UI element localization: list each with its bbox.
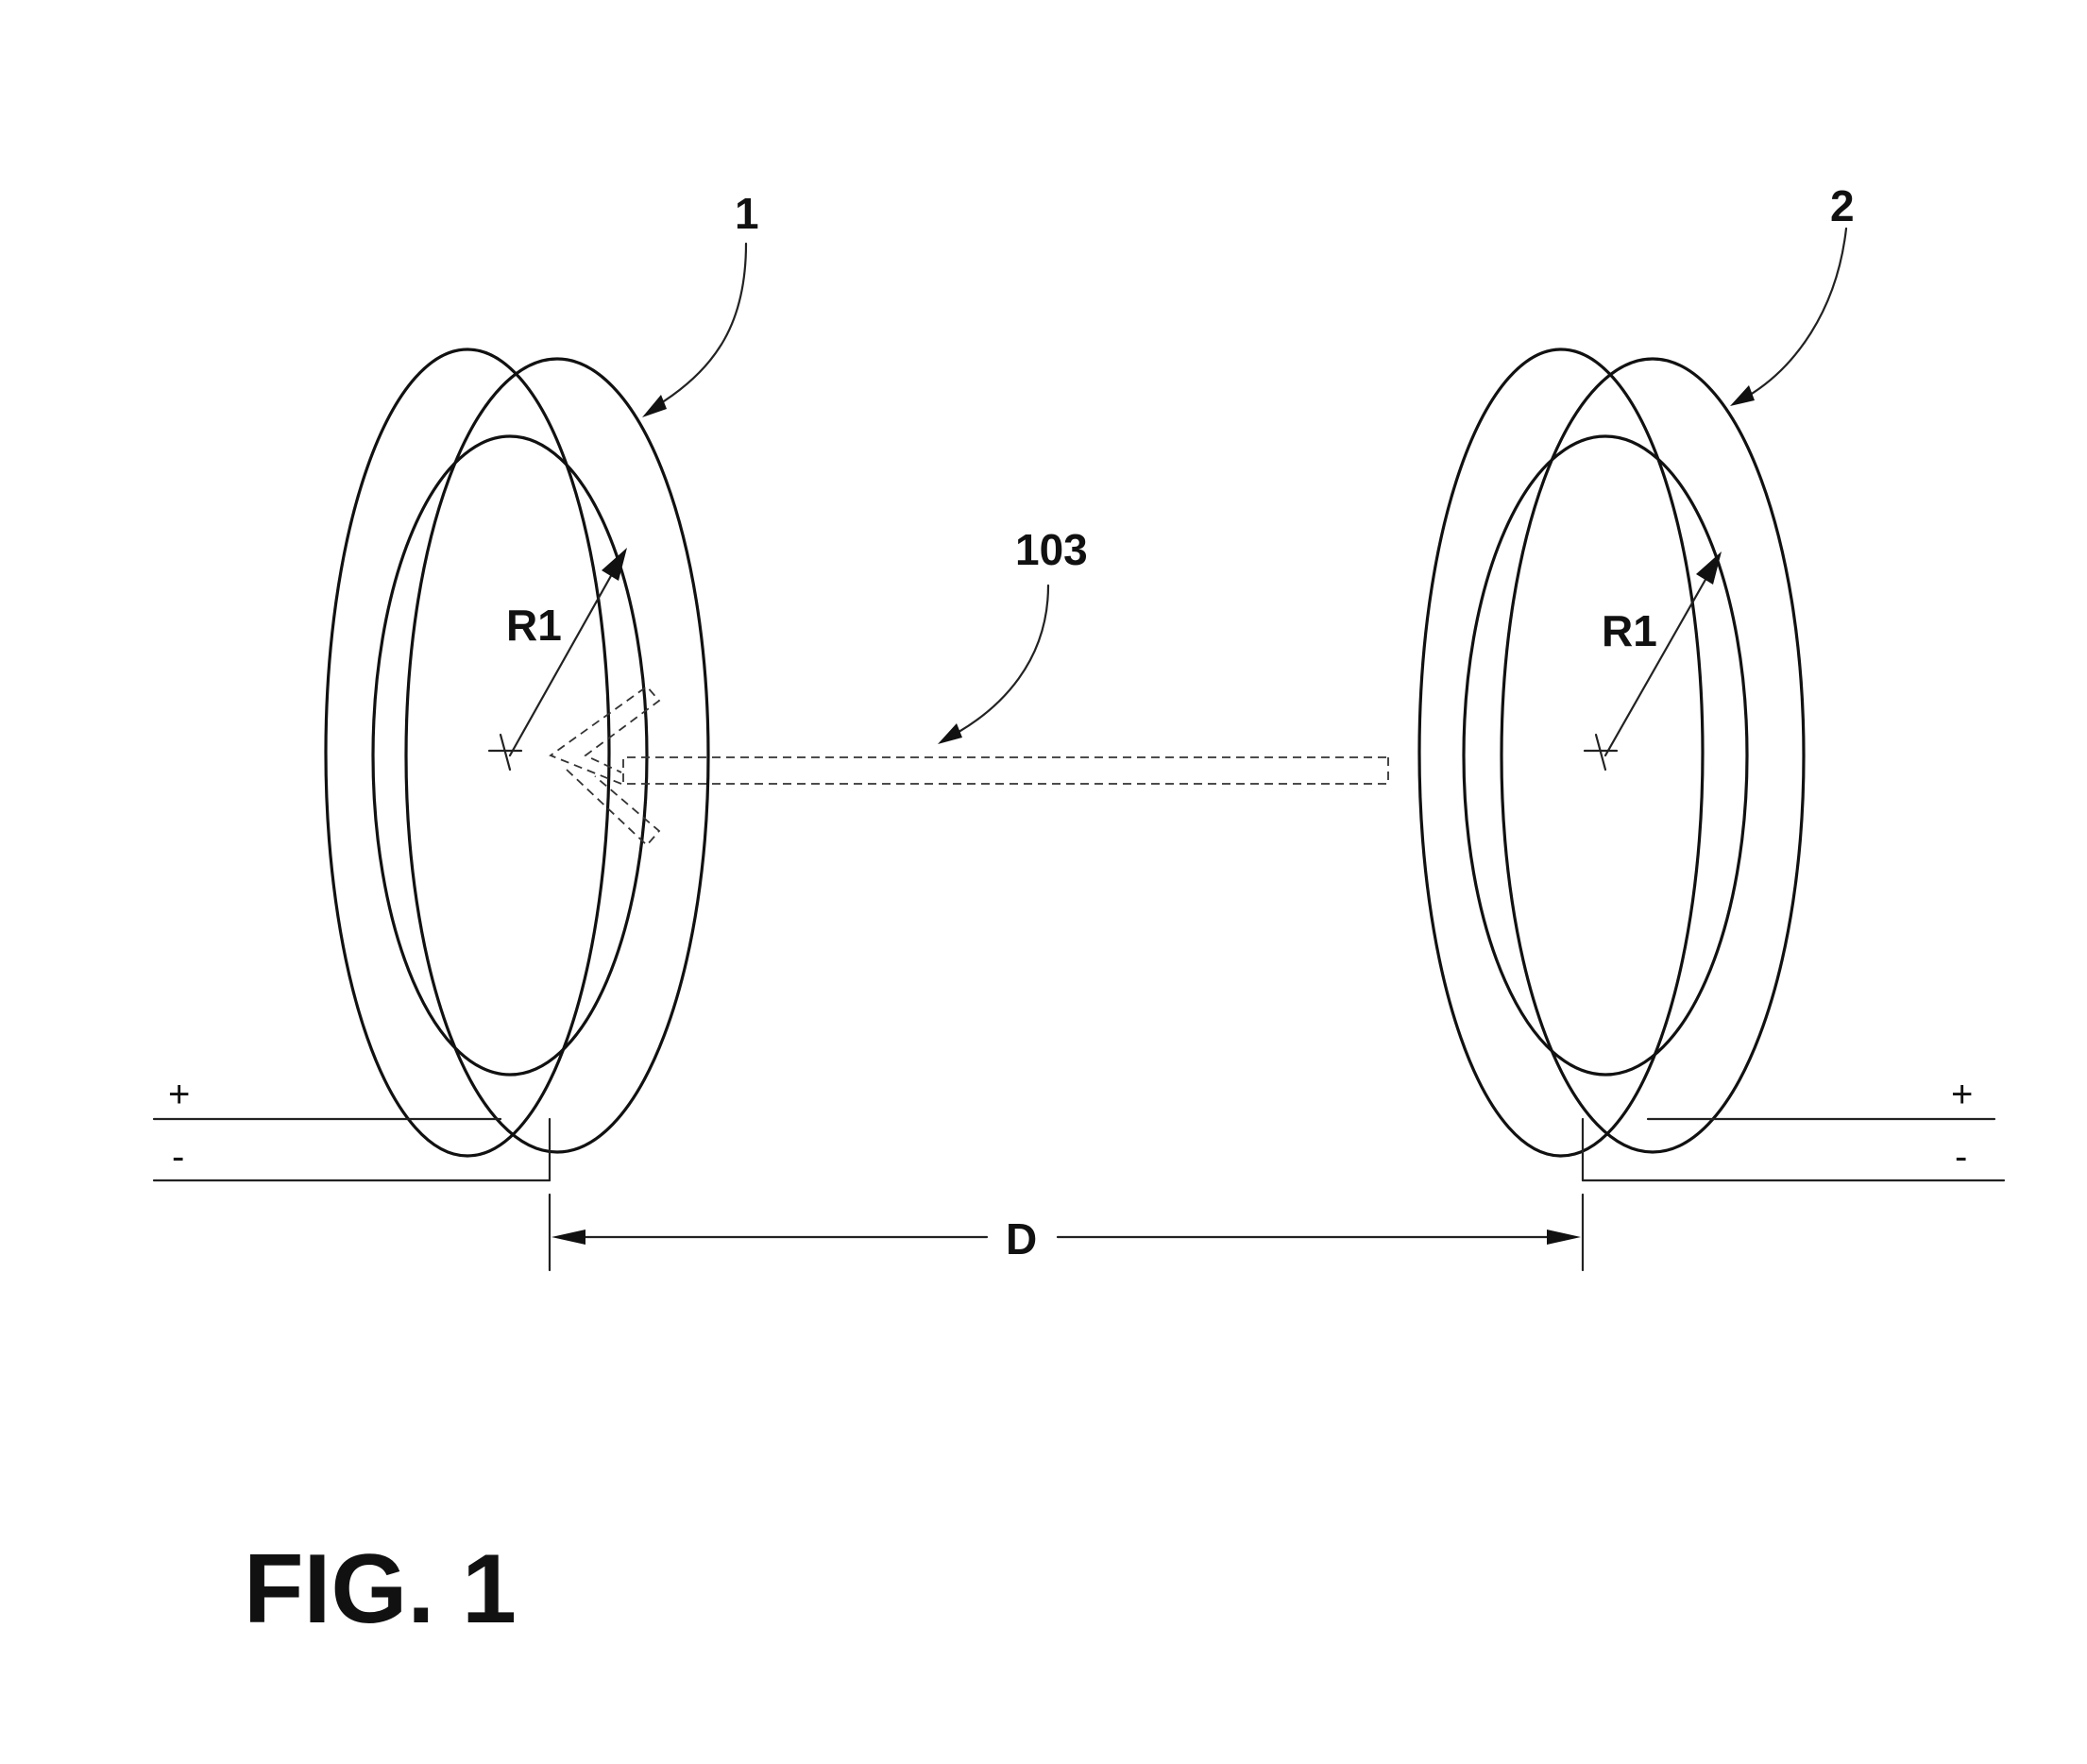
terminal-leads-left: + -	[154, 1074, 550, 1180]
coil-1	[326, 349, 708, 1156]
radius-2-label: R1	[1602, 606, 1657, 655]
leader-axis-103: 103	[938, 525, 1088, 744]
coil-1-back-rim	[326, 349, 609, 1156]
axis-arrow-103	[551, 687, 1388, 845]
coil-2-label: 2	[1830, 181, 1855, 230]
minus-sign-right: -	[1955, 1136, 1967, 1178]
leader-coil-1: 1	[642, 189, 759, 417]
axis-label: 103	[1015, 525, 1088, 574]
terminal-leads-right: + -	[1583, 1074, 2004, 1180]
coil-2	[1419, 349, 1804, 1156]
radius-2-dimension: R1	[1585, 551, 1722, 770]
plus-sign-right: +	[1951, 1074, 1973, 1115]
coil-1-front-outer-rim	[406, 359, 708, 1152]
coil-2-back-rim	[1419, 349, 1703, 1156]
plus-sign-left: +	[168, 1074, 190, 1115]
minus-sign-left: -	[172, 1136, 184, 1178]
leader-coil-2: 2	[1730, 181, 1855, 406]
distance-label: D	[1006, 1214, 1037, 1264]
coil-1-label: 1	[735, 189, 759, 238]
distance-dimension: D	[550, 1195, 1583, 1270]
figure-caption: FIG. 1	[244, 1535, 517, 1644]
coil-2-front-outer-rim	[1502, 359, 1804, 1152]
radius-1-label: R1	[506, 601, 562, 650]
